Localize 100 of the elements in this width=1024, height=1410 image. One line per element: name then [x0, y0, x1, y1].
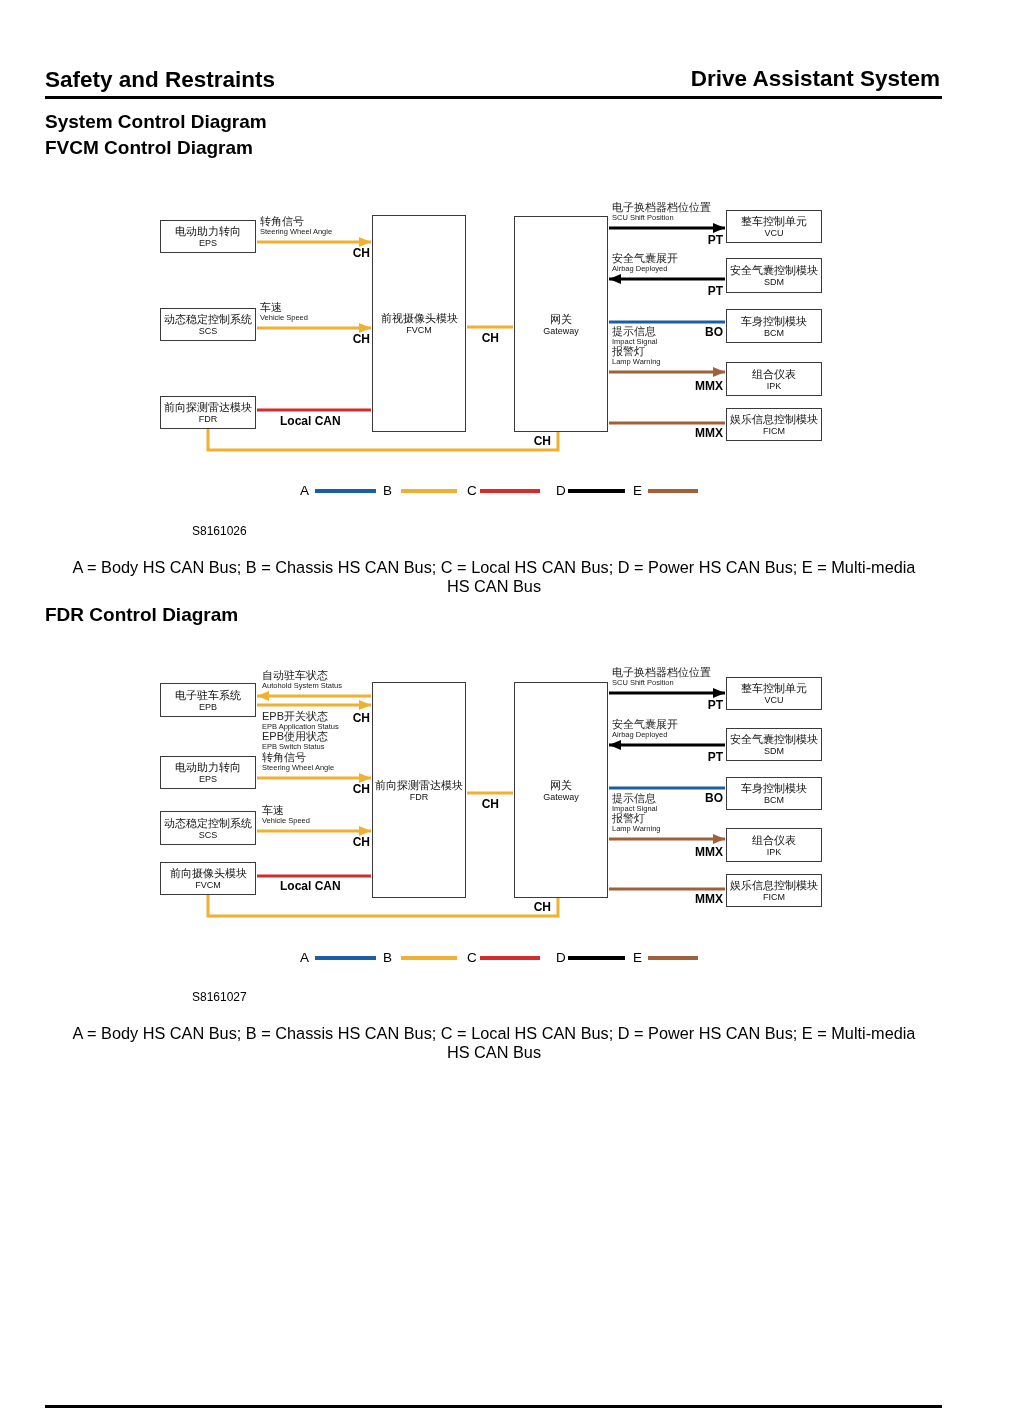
bus-label: Local CAN	[280, 880, 341, 892]
module-box	[160, 862, 256, 895]
bus-label: MMX	[695, 427, 723, 439]
module-name: 网关	[550, 778, 572, 792]
bus-label: PT	[707, 234, 723, 246]
module-abbreviation: IPK	[766, 380, 782, 391]
module-abbreviation: FDR	[409, 791, 429, 802]
bus-line	[206, 429, 560, 452]
figure-number: S8161026	[192, 524, 247, 538]
figure-caption: A = Body HS CAN Bus; B = Chassis HS CAN Bus; C = Local HS CAN Bus; D = Power HS CAN Bus; E = Multi-media HS CAN Bus	[71, 557, 917, 596]
bus-label: CH	[481, 332, 499, 344]
figure-number: S8161027	[192, 990, 247, 1004]
module-name: 动态稳定控制系统	[164, 816, 252, 830]
module-box	[726, 874, 822, 907]
signal-arrow	[257, 826, 371, 836]
module-name: 网关	[550, 312, 572, 326]
module-box	[160, 683, 256, 717]
bus-line	[467, 791, 513, 795]
legend-label: D	[556, 484, 566, 498]
module-abbreviation: FVCM	[195, 880, 221, 890]
signal-arrow	[609, 740, 725, 750]
bus-line	[609, 421, 725, 425]
bus-line	[609, 320, 725, 324]
module-box	[726, 210, 822, 243]
module-abbreviation: EPS	[199, 238, 217, 248]
legend-label: C	[467, 951, 477, 965]
module-box	[726, 777, 822, 810]
legend-label: B	[383, 951, 392, 965]
module-abbreviation: FVCM	[406, 325, 432, 335]
module-abbreviation: SCS	[198, 829, 218, 840]
module-box	[160, 308, 256, 341]
section-heading: FDR Control Diagram	[45, 604, 239, 626]
bus-line	[257, 874, 371, 878]
module-box	[372, 682, 466, 898]
bus-label: MMX	[695, 846, 723, 858]
bus-label: CH	[352, 783, 370, 795]
module-name: 娱乐信息控制模块	[730, 413, 818, 426]
legend-label: B	[383, 484, 392, 498]
module-name: 娱乐信息控制模块	[730, 879, 818, 892]
bus-label: CH	[352, 333, 370, 345]
signal-arrow	[257, 773, 371, 783]
legend-label: A	[300, 951, 309, 965]
bus-line	[257, 408, 371, 412]
module-abbreviation: FICM	[763, 426, 785, 436]
module-name: 电动助力转向	[175, 761, 241, 774]
module-name: 安全气囊控制模块	[730, 733, 818, 746]
bus-line	[206, 895, 560, 918]
module-name: 前向摄像头模块	[169, 867, 247, 880]
signal-arrow	[257, 691, 371, 701]
module-name: 电动助力转向	[175, 225, 241, 238]
legend-label: C	[467, 484, 477, 498]
signal-arrow	[609, 223, 725, 233]
module-abbreviation: VCU	[764, 695, 784, 705]
bus-label: CH	[533, 901, 551, 913]
bus-label: CH	[352, 836, 370, 848]
module-box	[514, 682, 608, 898]
signal-arrow	[609, 834, 725, 844]
signal-arrow	[609, 688, 725, 698]
module-box	[726, 408, 822, 441]
bus-line	[609, 786, 725, 790]
signal-arrow	[257, 237, 371, 247]
module-name: 动态稳定控制系统	[164, 313, 252, 326]
bus-line	[467, 325, 513, 329]
module-box	[372, 215, 466, 432]
module-abbreviation: BCM	[764, 795, 784, 805]
module-box	[726, 728, 822, 761]
section-heading: System Control Diagram	[45, 111, 267, 133]
page-header: Safety and Restraints	[45, 67, 276, 93]
bus-label: Local CAN	[280, 415, 341, 427]
module-name: 整车控制单元	[741, 215, 807, 228]
module-name: 组合仪表	[752, 833, 796, 847]
module-abbreviation: IPK	[766, 846, 782, 857]
module-box	[726, 828, 822, 862]
bus-label: BO	[705, 792, 723, 804]
module-abbreviation: EPB	[199, 701, 217, 712]
module-box	[160, 396, 256, 429]
bus-label: CH	[352, 247, 370, 259]
module-name: 前向探测雷达模块	[375, 778, 463, 792]
module-box	[726, 309, 822, 343]
bus-label: CH	[533, 435, 551, 447]
signal-arrow	[257, 323, 371, 333]
module-abbreviation: SDM	[764, 277, 784, 287]
module-box	[160, 811, 256, 845]
module-box	[726, 362, 822, 396]
module-name: 安全气囊控制模块	[730, 264, 818, 277]
module-abbreviation: VCU	[764, 228, 784, 238]
bus-label: MMX	[695, 380, 723, 392]
bus-label: CH	[352, 712, 370, 724]
figure-caption: A = Body HS CAN Bus; B = Chassis HS CAN Bus; C = Local HS CAN Bus; D = Power HS CAN Bus; E = Multi-media HS CAN Bus	[71, 1023, 917, 1062]
signal-arrow	[609, 274, 725, 284]
module-abbreviation: Gateway	[543, 325, 579, 336]
bus-label: PT	[707, 751, 723, 763]
signal-arrow	[609, 367, 725, 377]
module-abbreviation: Gateway	[543, 791, 579, 802]
module-box	[726, 258, 822, 293]
legend-label: E	[633, 951, 642, 965]
module-name: 前视摄像头模块	[380, 312, 458, 325]
bus-line	[609, 887, 725, 891]
module-name: 组合仪表	[752, 367, 796, 381]
module-box	[160, 756, 256, 789]
